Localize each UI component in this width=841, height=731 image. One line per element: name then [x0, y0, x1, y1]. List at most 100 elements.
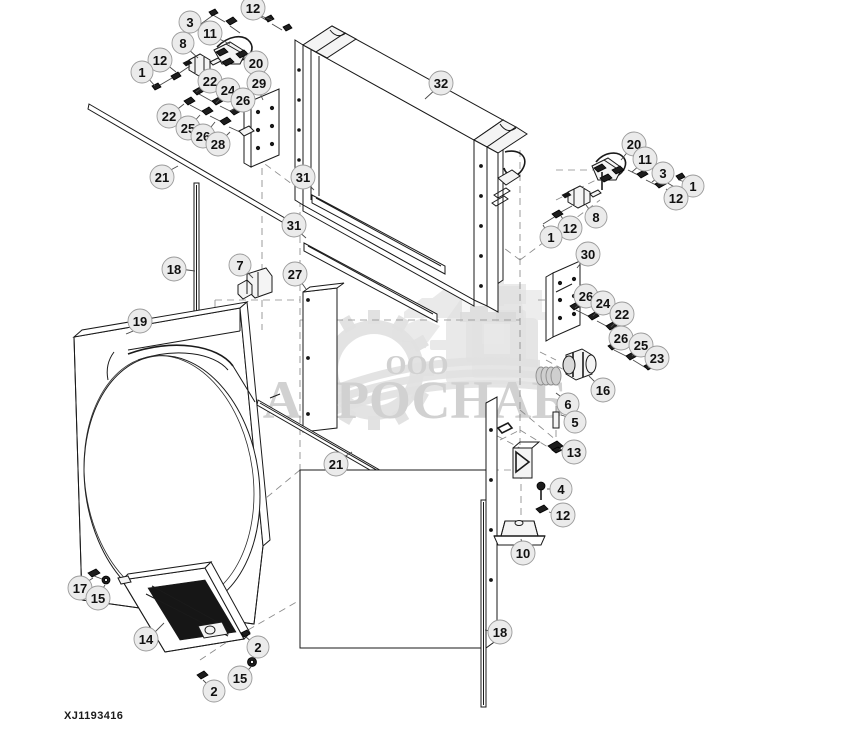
callout-bubble[interactable] — [171, 31, 195, 55]
callout-bubble[interactable] — [197, 20, 223, 46]
callout-2[interactable]: 2 — [246, 635, 270, 659]
callout-17[interactable]: 17 — [67, 575, 93, 601]
callout-8[interactable]: 8 — [584, 205, 608, 229]
callout-bubble[interactable] — [575, 241, 601, 267]
callout-bubble[interactable] — [85, 585, 111, 611]
callout-3[interactable]: 3 — [651, 161, 675, 185]
callout-bubble[interactable] — [227, 665, 253, 691]
callout-31[interactable]: 31 — [290, 164, 316, 190]
callout-12[interactable]: 12 — [663, 185, 689, 211]
callout-bubble[interactable] — [147, 47, 173, 73]
callout-bubble[interactable] — [161, 256, 187, 282]
callout-bubble[interactable] — [510, 540, 536, 566]
callout-bubble[interactable] — [205, 131, 231, 157]
callout-number: 12 — [153, 53, 167, 68]
left-fastener-group — [151, 8, 293, 137]
part-13-grommet — [547, 440, 564, 454]
callout-bubble[interactable] — [590, 377, 616, 403]
callout-bubble[interactable] — [127, 308, 153, 334]
callout-number: 26 — [236, 93, 250, 108]
callout-14[interactable]: 14 — [133, 626, 159, 652]
callout-bubble[interactable] — [246, 70, 272, 96]
callout-bubble[interactable] — [290, 164, 316, 190]
callout-bubble[interactable] — [539, 225, 563, 249]
callout-bubble[interactable] — [323, 451, 349, 477]
callout-12[interactable]: 12 — [240, 0, 266, 21]
callout-11[interactable]: 11 — [197, 20, 223, 46]
callout-1[interactable]: 1 — [130, 60, 154, 84]
callout-number: 1 — [138, 65, 145, 80]
callout-bubble[interactable] — [246, 635, 270, 659]
callout-number: 5 — [571, 415, 578, 430]
callout-number: 32 — [434, 76, 448, 91]
callout-28[interactable]: 28 — [205, 131, 231, 157]
callout-27[interactable]: 27 — [282, 261, 308, 287]
callout-12[interactable]: 12 — [147, 47, 173, 73]
callout-15[interactable]: 15 — [85, 585, 111, 611]
callout-26[interactable]: 26 — [230, 87, 256, 113]
callout-4[interactable]: 4 — [549, 477, 573, 501]
callout-bubble[interactable] — [149, 164, 175, 190]
callout-bubble[interactable] — [156, 103, 182, 129]
callout-bubble[interactable] — [240, 0, 266, 21]
callout-19[interactable]: 19 — [127, 308, 153, 334]
callout-bubble[interactable] — [681, 174, 705, 198]
part-8-right-damper — [561, 185, 602, 209]
part-27-panel — [302, 282, 345, 433]
callout-bubble[interactable] — [651, 161, 675, 185]
callout-bubble[interactable] — [561, 439, 587, 465]
callout-15[interactable]: 15 — [227, 665, 253, 691]
callout-bubble[interactable] — [487, 619, 513, 645]
callout-bubble[interactable] — [549, 477, 573, 501]
callout-bubble[interactable] — [130, 60, 154, 84]
callout-20[interactable]: 20 — [243, 50, 269, 76]
callout-bubble[interactable] — [230, 87, 256, 113]
callout-32[interactable]: 32 — [428, 70, 454, 96]
callout-31[interactable]: 31 — [281, 212, 307, 238]
callout-12[interactable]: 12 — [550, 502, 576, 528]
callout-21[interactable]: 21 — [149, 164, 175, 190]
callout-29[interactable]: 29 — [246, 70, 272, 96]
callout-bubble[interactable] — [644, 345, 670, 371]
callout-22[interactable]: 22 — [609, 301, 635, 327]
callout-21[interactable]: 21 — [323, 451, 349, 477]
callout-2[interactable]: 2 — [202, 679, 226, 703]
callout-13[interactable]: 13 — [561, 439, 587, 465]
callout-number: 8 — [179, 36, 186, 51]
callout-number: 27 — [288, 267, 302, 282]
callout-bubble[interactable] — [563, 410, 587, 434]
callout-bubble[interactable] — [133, 626, 159, 652]
callout-bubble[interactable] — [590, 290, 616, 316]
callout-7[interactable]: 7 — [228, 253, 252, 277]
callout-number: 21 — [155, 170, 169, 185]
callout-bubble[interactable] — [282, 261, 308, 287]
callout-bubble[interactable] — [178, 10, 202, 34]
callout-12[interactable]: 12 — [557, 215, 583, 241]
callout-1[interactable]: 1 — [681, 174, 705, 198]
callout-10[interactable]: 10 — [510, 540, 536, 566]
callout-23[interactable]: 23 — [644, 345, 670, 371]
callout-5[interactable]: 5 — [563, 410, 587, 434]
callout-bubble[interactable] — [428, 70, 454, 96]
callout-bubble[interactable] — [228, 253, 252, 277]
callout-bubble[interactable] — [584, 205, 608, 229]
callout-22[interactable]: 22 — [156, 103, 182, 129]
callout-18[interactable]: 18 — [487, 619, 513, 645]
callout-1[interactable]: 1 — [539, 225, 563, 249]
callout-bubble[interactable] — [281, 212, 307, 238]
callout-18[interactable]: 18 — [161, 256, 187, 282]
callout-3[interactable]: 3 — [178, 10, 202, 34]
callout-bubble[interactable] — [663, 185, 689, 211]
callout-16[interactable]: 16 — [590, 377, 616, 403]
callout-number: 4 — [557, 482, 565, 497]
callout-8[interactable]: 8 — [171, 31, 195, 55]
callout-11[interactable]: 11 — [632, 146, 658, 172]
callout-26[interactable]: 26 — [608, 325, 634, 351]
callout-number: 12 — [556, 508, 570, 523]
callout-bubble[interactable] — [632, 146, 658, 172]
callout-24[interactable]: 24 — [590, 290, 616, 316]
callout-bubble[interactable] — [550, 502, 576, 528]
callout-bubble[interactable] — [202, 679, 226, 703]
callout-30[interactable]: 30 — [575, 241, 601, 267]
part-32-radiator-core — [294, 25, 528, 313]
